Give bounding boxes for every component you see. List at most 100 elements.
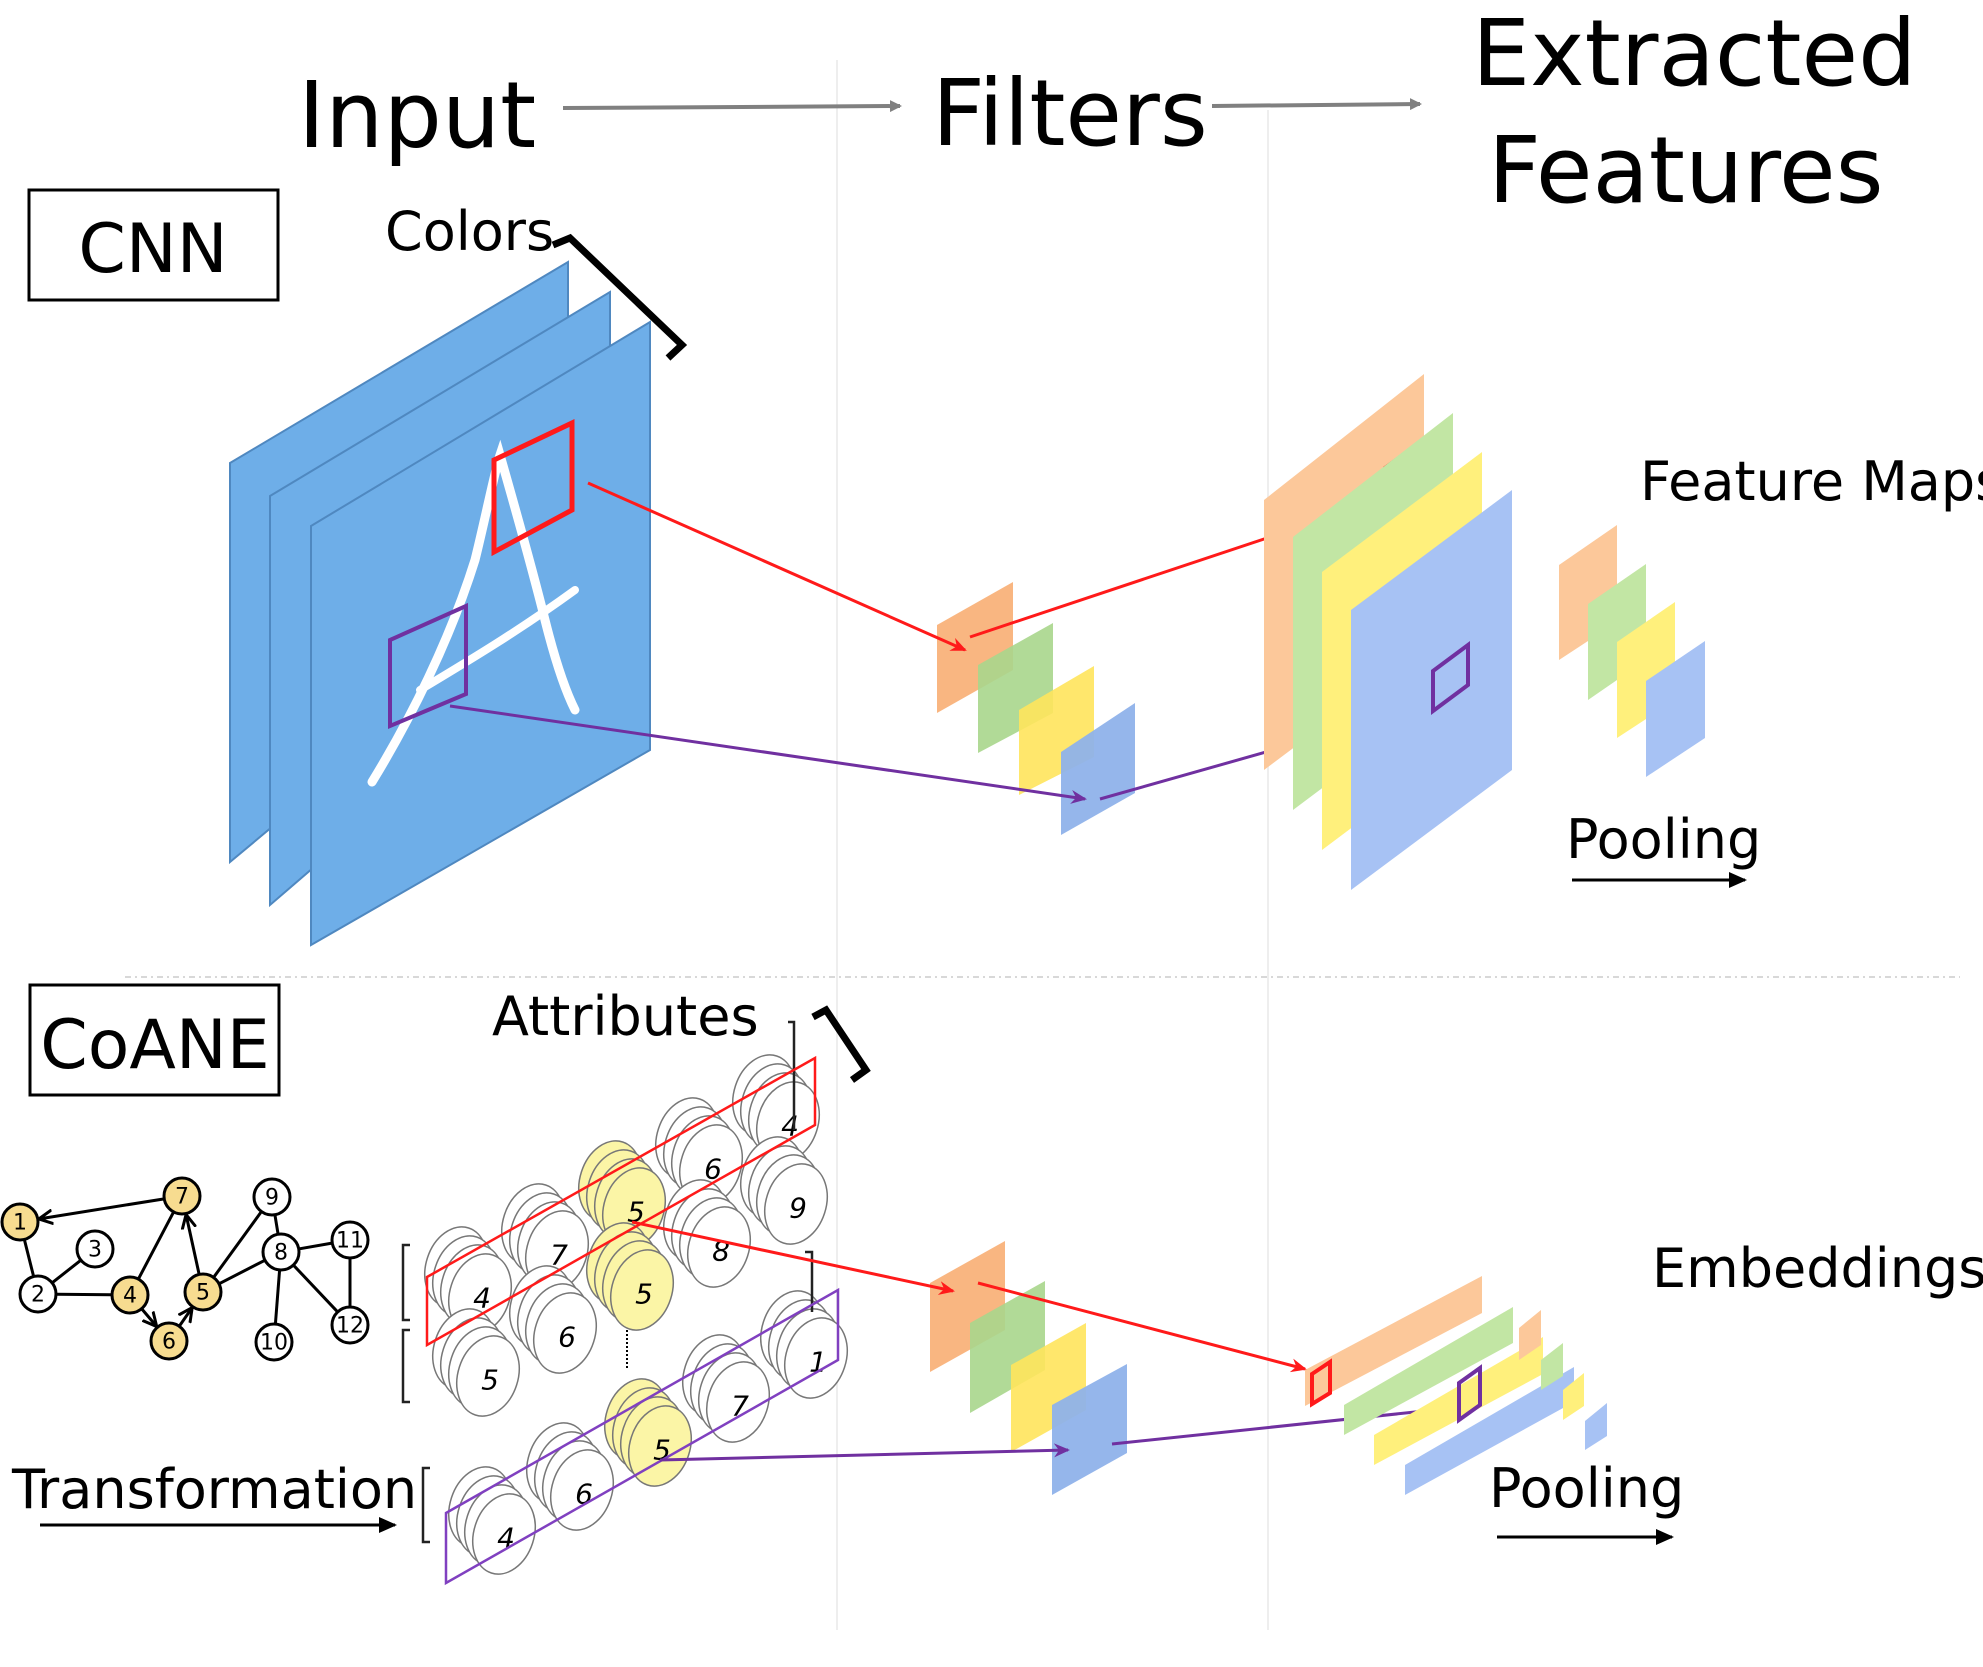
graph-edge-2-4 <box>55 1292 112 1297</box>
graph-node-circle <box>330 1305 370 1345</box>
coane-label: CoANE <box>40 1006 269 1085</box>
graph-node-circle <box>252 1177 292 1217</box>
graph-node-12: 12 <box>330 1305 370 1345</box>
graph-edge-8-11 <box>298 1241 332 1251</box>
graph-edge-5-7 <box>186 1215 201 1275</box>
graph-node-label: 1 <box>13 1211 27 1236</box>
embeddings-label: Embeddings <box>1652 1237 1983 1300</box>
input-image-planes <box>229 260 651 947</box>
pooled-embedding-orange <box>1519 1310 1541 1360</box>
attribute-disc-stack-6: 6 <box>509 1265 597 1374</box>
attribute-disc-stack-6: 6 <box>655 1097 743 1206</box>
graph-edge-8-10 <box>273 1269 282 1324</box>
cnn-label: CNN <box>78 210 227 289</box>
graph-node-label: 8 <box>274 1241 288 1266</box>
stage-filters-heading: Filters <box>932 60 1208 167</box>
attribute-disc-stack-8: 8 <box>663 1179 751 1288</box>
sequence-bracket-icon <box>788 1020 796 1130</box>
purple-feature-cell <box>1431 641 1470 715</box>
graph-node-label: 12 <box>336 1314 364 1339</box>
filter-blue <box>1052 1364 1127 1495</box>
attribute-disc-stack-7: 7 <box>501 1183 589 1292</box>
graph-edge-5-9 <box>212 1211 263 1279</box>
graph-edge-8-12 <box>292 1264 339 1313</box>
attribute-disc <box>706 1361 770 1443</box>
graph-node-label: 4 <box>123 1284 137 1309</box>
red-sequence-to-filter-arrow <box>631 1220 955 1295</box>
attribute-disc <box>533 1292 597 1374</box>
graph-node-label: 9 <box>265 1186 279 1211</box>
graph-node-2: 2 <box>18 1274 58 1314</box>
stage-input-heading: Input <box>298 62 536 169</box>
graph-edge-5-8 <box>218 1259 265 1286</box>
graph-node-10: 10 <box>254 1322 294 1362</box>
cnn-pooling-label: Pooling <box>1566 808 1761 871</box>
graph-node-label: 5 <box>196 1281 210 1306</box>
graph-node-circle <box>330 1220 370 1260</box>
embedding-blue <box>1405 1367 1574 1495</box>
coane-pooling-label: Pooling <box>1489 1457 1684 1520</box>
stage-arrow-icon <box>1211 98 1422 111</box>
attribute-disc-label: 4 <box>473 1282 491 1315</box>
transformation-label: Transformation <box>11 1458 417 1521</box>
embedding-orange <box>1305 1276 1482 1406</box>
attribute-disc <box>628 1405 692 1487</box>
purple-receptive-field <box>388 602 468 730</box>
cnn-feature-maps <box>1264 374 1512 890</box>
pooled-map-blue <box>1646 641 1705 777</box>
graph-node-label: 6 <box>162 1330 176 1355</box>
attribute-disc <box>610 1249 674 1331</box>
attribute-disc-label: 7 <box>731 1390 749 1423</box>
graph-node-circle <box>162 1176 202 1216</box>
graph-node-6: 6 <box>149 1321 189 1361</box>
attributes-label: Attributes <box>492 985 759 1048</box>
purple-sequence-window <box>444 1287 840 1586</box>
attribute-disc-label: 9 <box>789 1192 807 1225</box>
graph-edge-4-7 <box>137 1212 175 1280</box>
graph-node-1: 1 <box>0 1202 40 1242</box>
graph-node-9: 9 <box>252 1177 292 1217</box>
colors-bracket-icon <box>551 233 688 361</box>
cnn-section: CNN Colors <box>27 188 1983 947</box>
coane-pooled-embeddings <box>1519 1310 1607 1450</box>
graph-node-circle <box>149 1321 189 1361</box>
attribute-disc-stack-5: 5 <box>604 1378 692 1487</box>
attribute-disc <box>784 1317 848 1399</box>
pooled-embedding-blue <box>1585 1403 1607 1450</box>
letter-a-crossbar <box>416 586 579 694</box>
red-sequence-window <box>425 1055 817 1348</box>
attribute-disc <box>687 1206 751 1288</box>
graph-edge-9-8 <box>273 1214 280 1234</box>
sequence-bracket-icon <box>421 1466 430 1544</box>
attribute-disc-stack-5: 5 <box>586 1222 674 1331</box>
graph-edge-4-6 <box>140 1307 157 1327</box>
coane-embeddings <box>1305 1276 1574 1495</box>
stage-features-heading: Features <box>1488 117 1884 224</box>
attribute-disc-stack-5: 5 <box>432 1308 520 1417</box>
header: Input Filters Extracted Features <box>298 0 1917 224</box>
embedding-green <box>1344 1307 1513 1435</box>
attribute-disc-label: 5 <box>635 1278 653 1311</box>
graph-node-circle <box>18 1274 58 1314</box>
attribute-disc <box>456 1335 520 1417</box>
graph-node-label: 11 <box>336 1229 364 1254</box>
graph-edge-2-3 <box>51 1259 82 1285</box>
coane-filters <box>930 1241 1127 1495</box>
purple-embedding-cell <box>1457 1364 1482 1424</box>
attribute-disc-label: 5 <box>481 1364 499 1397</box>
attribute-disc <box>550 1449 614 1531</box>
red-input-to-filter-arrow <box>587 481 967 652</box>
input-plane-blue-channel <box>310 320 651 947</box>
graph-node-circle <box>75 1229 115 1269</box>
attribute-disc-label: 5 <box>627 1196 645 1229</box>
colors-label: Colors <box>385 200 554 263</box>
graph-node-circle <box>261 1232 301 1272</box>
attribute-disc-stack-7: 7 <box>682 1334 770 1443</box>
graph-node-4: 4 <box>110 1275 150 1315</box>
purple-filter-to-embedding-arrow <box>1111 1402 1455 1446</box>
attribute-disc-label: 6 <box>704 1153 722 1186</box>
graph-node-label: 7 <box>175 1185 189 1210</box>
graph-node-circle <box>183 1272 223 1312</box>
stage-extracted-heading: Extracted <box>1472 0 1917 107</box>
